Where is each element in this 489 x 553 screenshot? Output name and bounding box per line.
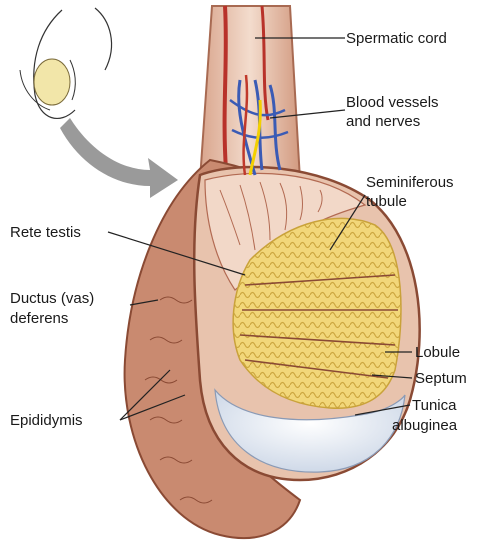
- inset-sketch: [20, 8, 112, 118]
- label-seminiferous-2: tubule: [366, 193, 407, 210]
- label-spermatic-cord: Spermatic cord: [346, 30, 447, 47]
- label-ductus-1: Ductus (vas): [10, 290, 94, 307]
- pointer-arrow: [60, 118, 178, 198]
- label-blood-vessels-2: and nerves: [346, 113, 420, 130]
- label-tunica-1: Tunica: [412, 397, 457, 414]
- label-rete-testis: Rete testis: [10, 224, 81, 241]
- label-septum: Septum: [415, 370, 467, 387]
- label-seminiferous-1: Seminiferous: [366, 174, 454, 191]
- label-lobule: Lobule: [415, 344, 460, 361]
- label-tunica-2: albuginea: [392, 417, 458, 434]
- label-epididymis: Epididymis: [10, 412, 83, 429]
- label-blood-vessels-1: Blood vessels: [346, 94, 439, 111]
- label-ductus-2: deferens: [10, 310, 68, 327]
